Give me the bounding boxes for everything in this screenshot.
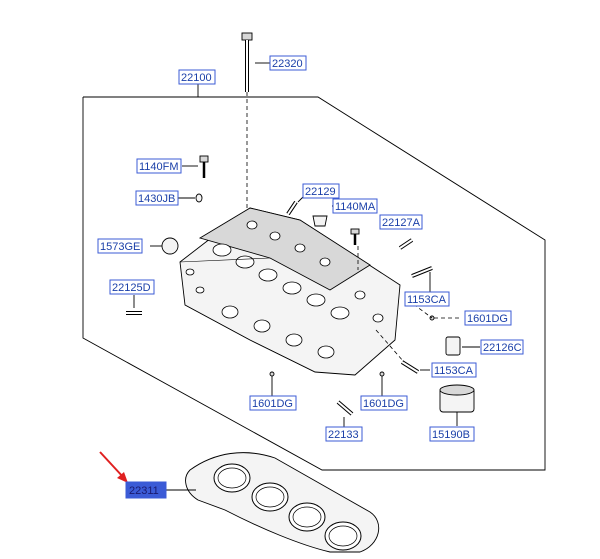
part-label-22133[interactable]: 22133 (325, 426, 363, 442)
assembly-frame (82, 96, 546, 471)
cylinder-head (179, 207, 401, 376)
part-label-15190b[interactable]: 15190B (429, 426, 475, 442)
svg-text:15190B: 15190B (432, 429, 470, 441)
part-label-22127a[interactable]: 22127A (379, 214, 423, 230)
part-label-1601dg-right[interactable]: 1601DG (464, 310, 512, 326)
svg-text:1430JB: 1430JB (138, 193, 175, 205)
part-label-1140fm[interactable]: 1140FM (136, 158, 182, 174)
svg-text:1601DG: 1601DG (363, 398, 404, 410)
stud-22127a (398, 238, 414, 250)
part-label-1153ca-upper[interactable]: 1153CA (404, 291, 450, 307)
ring-1430jb (178, 193, 203, 203)
pin-1601dg-right (429, 315, 462, 321)
svg-text:22133: 22133 (328, 429, 359, 441)
svg-text:22100: 22100 (181, 72, 212, 84)
dash-lines (357, 246, 433, 363)
svg-text:1153CA: 1153CA (434, 365, 474, 377)
pin-1601dg-mid (379, 371, 385, 396)
svg-text:1153CA: 1153CA (407, 294, 447, 306)
svg-text:1573GE: 1573GE (100, 241, 140, 253)
dowel-1153ca-upper (411, 266, 433, 292)
stud-22125d (126, 295, 142, 315)
svg-text:22129: 22129 (305, 186, 336, 198)
pointer-arrow-icon (99, 451, 128, 483)
svg-text:22127A: 22127A (382, 217, 421, 229)
svg-text:1601DG: 1601DG (252, 398, 293, 410)
pin-1601dg-left (269, 371, 275, 396)
part-label-1573ge[interactable]: 1573GE (97, 238, 143, 254)
stud-22133 (336, 400, 354, 427)
svg-text:22320: 22320 (272, 58, 303, 70)
head-bolt-22320 (241, 32, 270, 210)
svg-text:22125D: 22125D (112, 282, 151, 294)
plug-1573ge (150, 237, 179, 255)
svg-text:22126C: 22126C (483, 342, 522, 354)
pin-22129 (286, 195, 305, 216)
part-label-22125d[interactable]: 22125D (109, 279, 155, 295)
cam-cap-15190b (439, 384, 475, 426)
svg-text:1601DG: 1601DG (467, 313, 508, 325)
part-label-1601dg-left[interactable]: 1601DG (249, 395, 297, 411)
part-label-1601dg-mid[interactable]: 1601DG (360, 395, 408, 411)
part-label-22129[interactable]: 22129 (302, 183, 340, 199)
svg-text:1140MA: 1140MA (335, 201, 376, 213)
svg-text:1140FM: 1140FM (139, 161, 179, 173)
part-label-22126c[interactable]: 22126C (480, 339, 524, 355)
bolt-1140fm (182, 155, 209, 178)
part-label-22100[interactable]: 22100 (178, 69, 216, 85)
part-label-22320[interactable]: 22320 (269, 55, 307, 71)
lash-adjuster-22126c (445, 336, 480, 356)
cap-1140ma (312, 205, 360, 245)
part-label-1153ca-lower[interactable]: 1153CA (431, 362, 477, 378)
part-label-22311-selected[interactable]: 22311 (125, 481, 167, 499)
svg-text:22311: 22311 (129, 485, 159, 497)
part-label-1140ma[interactable]: 1140MA (332, 198, 378, 214)
part-label-1430jb[interactable]: 1430JB (135, 190, 179, 206)
head-gasket-22311 (166, 452, 380, 553)
dowel-1153ca-lower (400, 360, 430, 374)
